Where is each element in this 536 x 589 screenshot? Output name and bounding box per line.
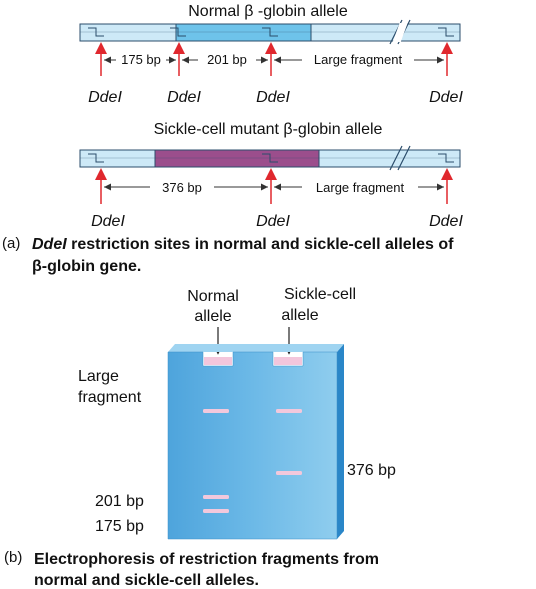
lane-sickle-label-2: allele xyxy=(281,307,318,324)
caption-a-text: restriction sites in normal and sickle-c… xyxy=(71,236,454,253)
mutant-site-label-3: DdeI xyxy=(429,213,463,230)
label-201bp: 201 bp xyxy=(95,493,144,510)
band-normal-175 xyxy=(203,509,229,513)
mutant-site-arrows xyxy=(95,168,453,204)
gel-bands xyxy=(203,409,302,513)
caption-b-tag: (b) xyxy=(4,549,22,566)
caption-a-line1: DdeI restriction sites in normal and sic… xyxy=(32,236,454,253)
normal-size-175: 175 bp xyxy=(121,52,161,67)
normal-site-label-4: DdeI xyxy=(429,89,463,106)
normal-size-large: Large fragment xyxy=(314,52,403,67)
mutant-site-label-1: DdeI xyxy=(91,213,125,230)
mutant-size-large: Large fragment xyxy=(316,180,405,195)
band-normal-201 xyxy=(203,495,229,499)
label-large-1: Large xyxy=(78,368,119,385)
normal-site-label-1: DdeI xyxy=(88,89,122,106)
mutant-allele-title: Sickle-cell mutant β-globin allele xyxy=(154,121,383,138)
band-normal-large xyxy=(203,409,229,413)
gel-wells xyxy=(204,357,302,365)
label-376bp: 376 bp xyxy=(347,462,396,479)
normal-site-label-3: DdeI xyxy=(256,89,290,106)
mutant-site-label-2: DdeI xyxy=(256,213,290,230)
caption-a-enzyme: DdeI xyxy=(32,236,67,253)
well-normal xyxy=(204,357,232,365)
caption-a-line2: β-globin gene. xyxy=(32,258,141,275)
caption-b-line2: normal and sickle-cell alleles. xyxy=(34,572,259,589)
normal-site-label-2: DdeI xyxy=(167,89,201,106)
mutant-allele-gene xyxy=(79,145,461,171)
mutant-size-376: 376 bp xyxy=(162,180,202,195)
lane-normal-label-2: allele xyxy=(194,308,231,325)
caption-a-tag: (a) xyxy=(2,235,20,252)
label-175bp: 175 bp xyxy=(95,518,144,535)
band-sickle-large xyxy=(276,409,302,413)
caption-b-line1: Electrophoresis of restriction fragments… xyxy=(34,551,379,568)
lane-normal-label-1: Normal xyxy=(187,288,239,305)
label-large-2: fragment xyxy=(78,389,142,406)
gel-slab xyxy=(167,344,344,540)
band-sickle-376 xyxy=(276,471,302,475)
well-sickle xyxy=(274,357,302,365)
normal-size-201: 201 bp xyxy=(207,52,247,67)
normal-allele-gene xyxy=(79,19,461,45)
lane-sickle-label-1: Sickle-cell xyxy=(284,286,356,303)
normal-allele-title: Normal β -globin allele xyxy=(188,3,348,20)
normal-site-arrows xyxy=(95,42,453,76)
